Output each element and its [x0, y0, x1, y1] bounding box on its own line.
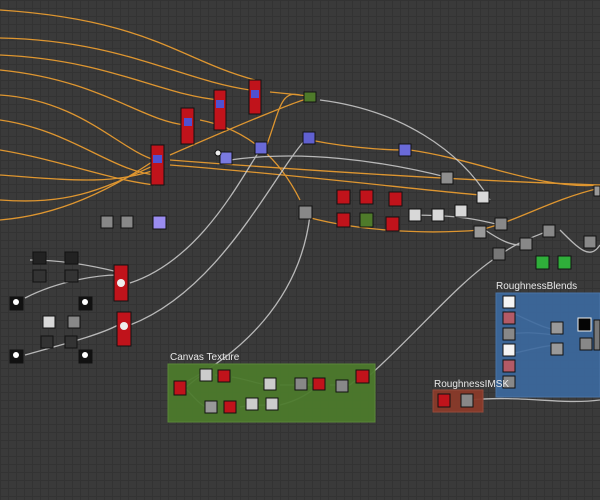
white-node[interactable] — [408, 208, 422, 222]
white-node[interactable] — [42, 315, 56, 329]
check-node[interactable] — [245, 397, 259, 411]
green-node[interactable] — [303, 91, 317, 103]
blue-preview-node[interactable] — [398, 143, 412, 157]
gray-node[interactable] — [294, 377, 308, 391]
stripe-node[interactable] — [64, 269, 79, 283]
roughness-blends-title: RoughnessBlends — [496, 281, 578, 292]
check-node[interactable] — [199, 368, 213, 382]
noise-node[interactable] — [550, 321, 564, 335]
pink-node[interactable] — [502, 311, 516, 325]
red-node[interactable] — [173, 380, 187, 396]
red-node[interactable] — [388, 191, 403, 207]
blue-preview-node[interactable] — [219, 151, 233, 165]
roughness-msk-title: RoughnessIMSK — [434, 379, 510, 390]
stripe-node[interactable] — [32, 251, 47, 265]
green-node[interactable] — [557, 255, 572, 270]
red-node[interactable] — [359, 189, 374, 205]
green-node[interactable] — [359, 212, 374, 228]
red-node[interactable] — [385, 216, 400, 232]
pink-node[interactable] — [502, 359, 516, 373]
canvas-texture-nodes — [173, 368, 370, 414]
noise-node[interactable] — [583, 235, 597, 249]
red-node[interactable] — [312, 377, 326, 391]
canvas-texture-frame[interactable] — [167, 363, 376, 423]
noise-node[interactable] — [100, 215, 114, 229]
red-node[interactable] — [150, 144, 165, 186]
middle-node-cluster — [298, 171, 600, 270]
white-node[interactable] — [454, 204, 468, 218]
white-node[interactable] — [476, 190, 490, 204]
noise-node[interactable] — [579, 337, 593, 351]
gray-node[interactable] — [473, 225, 487, 239]
output-node[interactable] — [214, 149, 222, 157]
gray-node[interactable] — [335, 379, 349, 393]
green-node[interactable] — [535, 255, 550, 270]
white-node[interactable] — [502, 295, 516, 309]
noise-node[interactable] — [519, 237, 533, 251]
white-node[interactable] — [431, 208, 445, 222]
red-node[interactable] — [213, 89, 227, 131]
noise-node[interactable] — [494, 217, 508, 231]
blue-preview-node[interactable] — [302, 131, 316, 145]
red-node[interactable] — [336, 212, 351, 228]
red-node[interactable] — [437, 393, 451, 408]
black-node[interactable] — [577, 317, 592, 332]
gray-node[interactable] — [492, 247, 506, 261]
check-node[interactable] — [263, 377, 277, 391]
gray-node[interactable] — [440, 171, 454, 185]
red-node[interactable] — [223, 400, 237, 414]
red-node[interactable] — [355, 369, 370, 384]
check-node[interactable] — [265, 397, 279, 411]
gray-node[interactable] — [593, 185, 600, 197]
gray-node[interactable] — [67, 315, 81, 329]
noise-node[interactable] — [298, 205, 313, 220]
white-node[interactable] — [502, 343, 516, 357]
stripe-node[interactable] — [40, 335, 54, 349]
red-node[interactable] — [336, 189, 351, 205]
noise-node[interactable] — [204, 400, 218, 414]
gray-node[interactable] — [593, 319, 600, 351]
top-node-cluster — [150, 79, 412, 186]
noise-node[interactable] — [542, 224, 556, 238]
noise-node[interactable] — [460, 393, 474, 408]
left-node-cluster — [9, 215, 167, 364]
stripe-node[interactable] — [64, 335, 78, 349]
blue-preview-node[interactable] — [254, 141, 268, 155]
noise-node[interactable] — [502, 375, 516, 389]
purple-node[interactable] — [152, 215, 167, 230]
roughness-blends-nodes — [502, 295, 600, 389]
noise-node[interactable] — [550, 342, 564, 356]
red-node[interactable] — [217, 369, 231, 383]
stripe-node[interactable] — [64, 251, 79, 265]
noise-node[interactable] — [120, 215, 134, 229]
stripe-node[interactable] — [32, 269, 47, 283]
noise-node[interactable] — [502, 327, 516, 341]
canvas-texture-title: Canvas Texture — [170, 352, 240, 363]
